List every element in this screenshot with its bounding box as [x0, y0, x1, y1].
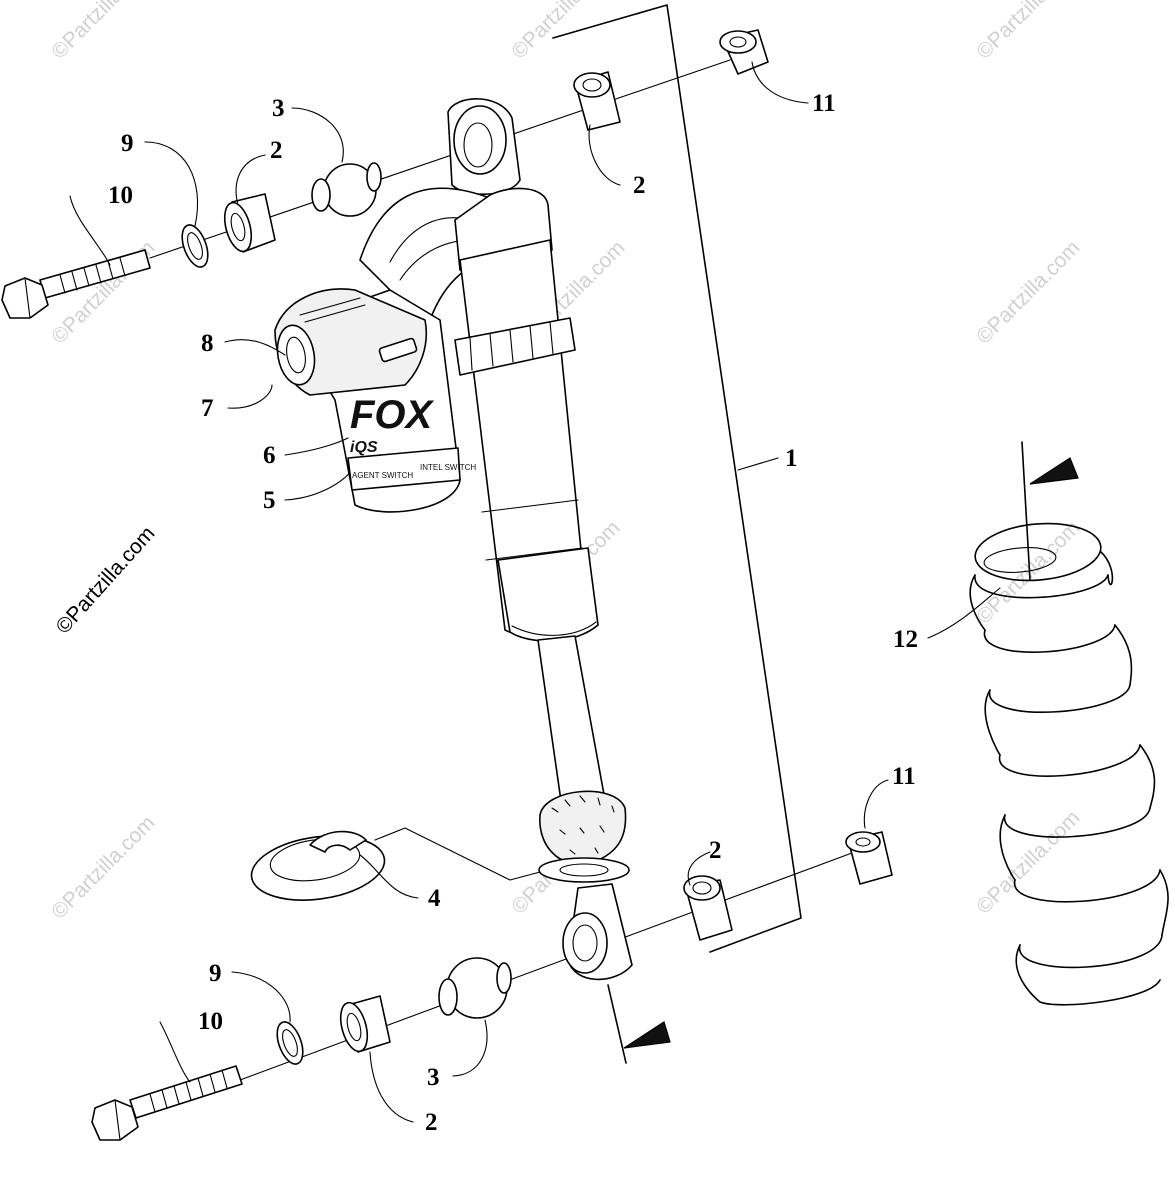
reservoir: FOX iQS AGENT SWITCH INTEL SWITCH	[274, 288, 476, 513]
callout-2: 2	[709, 837, 722, 864]
upper-spherical-bearing	[311, 162, 382, 217]
upper-left-bushing	[223, 193, 276, 253]
watermark: ©Partzilla.com	[972, 0, 1084, 64]
callout-10: 10	[198, 1008, 223, 1035]
watermark: ©Partzilla.com	[972, 236, 1084, 348]
callout-labels: 1 2 2 2 2 3 3 4 5 6 7 8 9 9 10 10 11 11 …	[108, 90, 918, 1136]
callout-3: 3	[272, 95, 285, 122]
callout-11: 11	[812, 90, 836, 117]
callout-4: 4	[428, 885, 441, 912]
callout-2: 2	[270, 137, 283, 164]
lower-right-bushing	[683, 875, 733, 941]
callout-10: 10	[108, 182, 133, 209]
lower-bolt	[91, 1065, 243, 1141]
arrow-icon	[1029, 457, 1079, 485]
callout-11: 11	[892, 763, 916, 790]
callout-3: 3	[427, 1064, 440, 1091]
bottom-axis-line	[239, 849, 861, 1081]
callout-7: 7	[201, 395, 214, 422]
upper-right-bushing	[573, 71, 621, 131]
callout-9: 9	[121, 130, 134, 157]
watermark-prominent: ©Partzilla.com	[52, 522, 160, 638]
callout-1: 1	[785, 445, 798, 472]
switch-label-left: AGENT SWITCH	[352, 471, 413, 480]
lower-left-bushing	[339, 995, 391, 1053]
watermark: ©Partzilla.com	[507, 0, 619, 64]
callout-6: 6	[263, 442, 276, 469]
switch-label-right: INTEL SWITCH	[420, 463, 476, 472]
callout-2: 2	[633, 172, 646, 199]
bump-stop	[538, 790, 630, 883]
callout-9: 9	[209, 960, 222, 987]
callout-5: 5	[263, 487, 276, 514]
watermark: ©Partzilla.com	[47, 811, 159, 923]
callout-8: 8	[201, 330, 214, 357]
iqs-series-label: iQS	[350, 439, 378, 456]
upper-bolt	[1, 249, 151, 319]
callout-2: 2	[425, 1109, 438, 1136]
lower-washer	[276, 1021, 304, 1065]
leader-lines	[69, 61, 1001, 1123]
upper-flange-nut	[719, 29, 769, 75]
shock-absorber-body	[359, 98, 606, 809]
fox-logo: FOX	[350, 393, 435, 437]
arrow-icon	[623, 1021, 671, 1049]
lower-axis-arrow	[607, 984, 671, 1064]
lower-flange-nut	[845, 831, 893, 885]
assembly-bracket-1	[552, 4, 802, 953]
spring-axis	[1021, 441, 1079, 581]
spring-retainer	[250, 830, 386, 901]
lower-spherical-bearing	[438, 957, 512, 1019]
watermark: ©Partzilla.com	[47, 0, 159, 64]
shock-lower-eye	[562, 883, 633, 981]
coil-spring	[969, 522, 1169, 1006]
upper-washer	[181, 224, 209, 268]
callout-12: 12	[893, 626, 918, 653]
